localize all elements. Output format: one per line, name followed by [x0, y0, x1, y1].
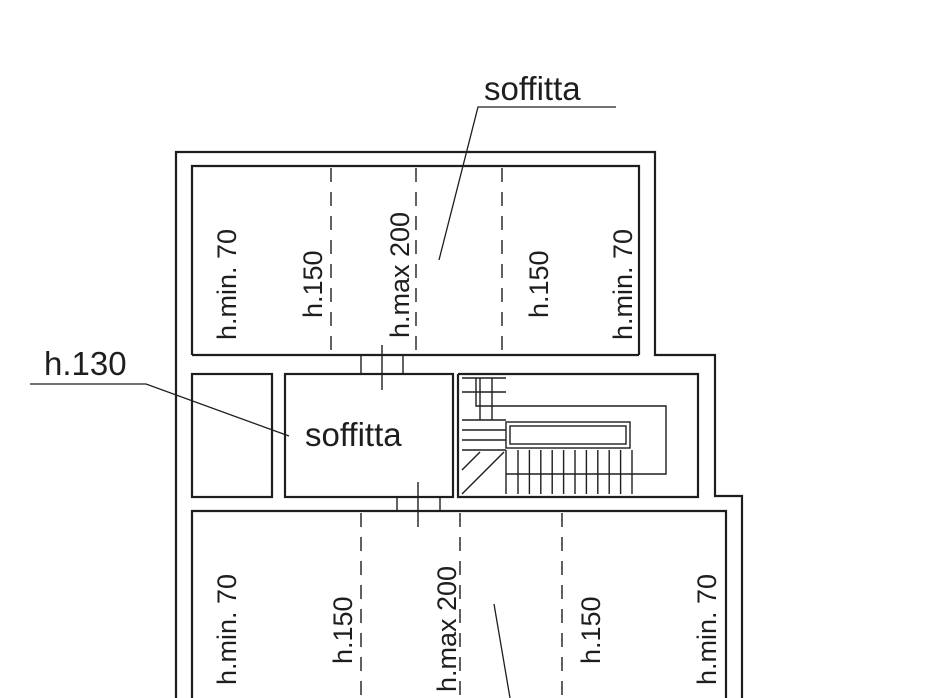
bottom-height-2: h.150: [328, 596, 358, 664]
top-height-5: h.min. 70: [608, 229, 638, 340]
top-height-3: h.max 200: [385, 212, 415, 338]
side-height-label: h.130: [44, 345, 127, 382]
bottom-height-3: h.max 200: [432, 566, 462, 692]
bottom-height-5: h.min. 70: [692, 574, 722, 685]
top-height-2: h.150: [298, 250, 328, 318]
leader-bottom: [493, 603, 511, 698]
outer-wall: [174, 150, 744, 698]
leader-side-height: [30, 383, 290, 437]
middle-attic-label: soffitta: [305, 416, 402, 453]
top-door-opening: [360, 345, 404, 390]
leader-top-attic: [438, 106, 616, 261]
inner-wall-top-room: [190, 164, 641, 355]
bottom-height-4: h.150: [576, 596, 606, 664]
bottom-door-opening: [396, 482, 441, 527]
inner-wall-bottom-room: [190, 509, 728, 698]
side-storage-room: [190, 372, 274, 499]
middle-attic-room: [283, 372, 455, 499]
top-height-4: h.150: [524, 250, 554, 318]
top-attic-label: soffitta: [484, 70, 581, 107]
top-height-1: h.min. 70: [212, 229, 242, 340]
staircase: [461, 377, 667, 495]
bottom-height-1: h.min. 70: [212, 574, 242, 685]
stair-room-wall: [456, 372, 700, 499]
